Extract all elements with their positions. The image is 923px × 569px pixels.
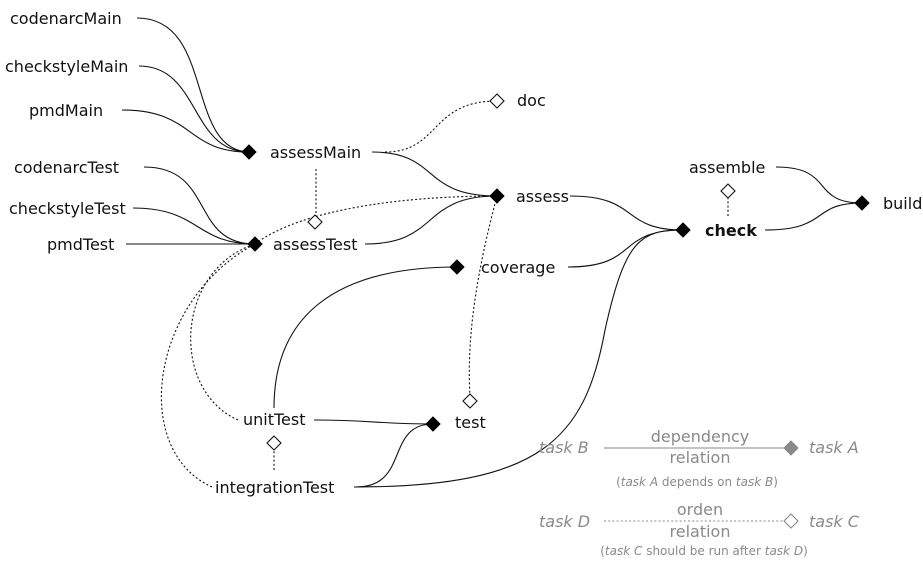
task-labels: codenarcMain checkstyleMain pmdMain asse… [5, 9, 922, 497]
diamond-build [854, 195, 870, 211]
legend-order-diamond [783, 513, 799, 529]
order-integrationTest-assessTest [160, 243, 256, 488]
legend-task-a: task A [809, 438, 859, 457]
legend-order-label-1: orden [677, 500, 723, 519]
legend-task-c: task C [809, 512, 860, 531]
diamond-test-order [462, 393, 478, 409]
edge-unitTest-coverage [273, 266, 458, 409]
legend: task B task A dependency relation (task … [539, 427, 860, 558]
diamond-assess [489, 188, 505, 204]
edge-check-build [764, 202, 863, 231]
task-build[interactable]: build [883, 194, 922, 213]
legend-dependency: task B task A dependency relation (task … [539, 427, 859, 489]
edge-assemble-build [775, 166, 863, 204]
diamond-test [425, 416, 441, 432]
task-check[interactable]: check [705, 221, 757, 240]
diamond-assessMain [241, 144, 257, 160]
task-assess[interactable]: assess [516, 187, 569, 206]
edge-codenarcTest-assessTest [143, 166, 256, 245]
diamond-unitTest-order [266, 435, 282, 451]
diamond-markers [241, 93, 870, 451]
legend-order: task D task C orden relation (task C sho… [539, 500, 860, 558]
task-integrationTest[interactable]: integrationTest [215, 478, 334, 497]
edge-codenarcMain-assessMain [136, 17, 250, 153]
diamond-assessTest [247, 236, 263, 252]
legend-task-b: task B [539, 438, 589, 457]
legend-order-note: (task C should be run after task D) [600, 544, 808, 558]
task-checkstyleTest[interactable]: checkstyleTest [9, 199, 126, 218]
task-codenarcTest[interactable]: codenarcTest [14, 158, 119, 177]
legend-dependency-note: (task A depends on task B) [616, 475, 778, 489]
diamond-coverage [449, 259, 465, 275]
edge-unitTest-test [313, 419, 434, 425]
diamond-doc [489, 93, 505, 109]
task-assessTest[interactable]: assessTest [273, 235, 358, 254]
task-doc[interactable]: doc [517, 91, 546, 110]
diamond-check [675, 222, 691, 238]
task-assessMain[interactable]: assessMain [270, 143, 361, 162]
task-checkstyleMain[interactable]: checkstyleMain [5, 57, 128, 76]
task-assemble[interactable]: assemble [689, 158, 765, 177]
task-pmdMain[interactable]: pmdMain [29, 101, 103, 120]
edge-checkstyleMain-assessMain [138, 65, 250, 153]
edge-assessTest-assess [364, 195, 498, 245]
edge-assessMain-assess [371, 151, 498, 197]
order-assessTest-assess [254, 195, 498, 245]
task-coverage[interactable]: coverage [481, 258, 555, 277]
legend-dependency-label-1: dependency [651, 427, 750, 446]
legend-dependency-diamond [783, 440, 799, 456]
order-assess-test [468, 195, 498, 397]
order-unitTest-assessTest [190, 243, 256, 421]
diamond-assessTest-order [307, 214, 323, 230]
task-unitTest[interactable]: unitTest [243, 410, 306, 429]
edge-integrationTest-check [353, 229, 684, 488]
edge-assess-check [569, 195, 684, 231]
order-assessMain-doc [384, 100, 498, 153]
legend-dependency-label-2: relation [670, 448, 731, 467]
diamond-assemble [720, 183, 736, 199]
task-codenarcMain[interactable]: codenarcMain [10, 9, 122, 28]
ordering-edges [160, 100, 729, 488]
dependency-edges [121, 17, 863, 488]
legend-order-label-2: relation [670, 522, 731, 541]
legend-task-d: task D [539, 512, 590, 531]
task-pmdTest[interactable]: pmdTest [47, 235, 114, 254]
edge-integrationTest-test [355, 423, 434, 488]
edge-pmdMain-assessMain [121, 109, 250, 153]
edge-checkstyleTest-assessTest [132, 207, 256, 245]
task-test[interactable]: test [455, 413, 486, 432]
